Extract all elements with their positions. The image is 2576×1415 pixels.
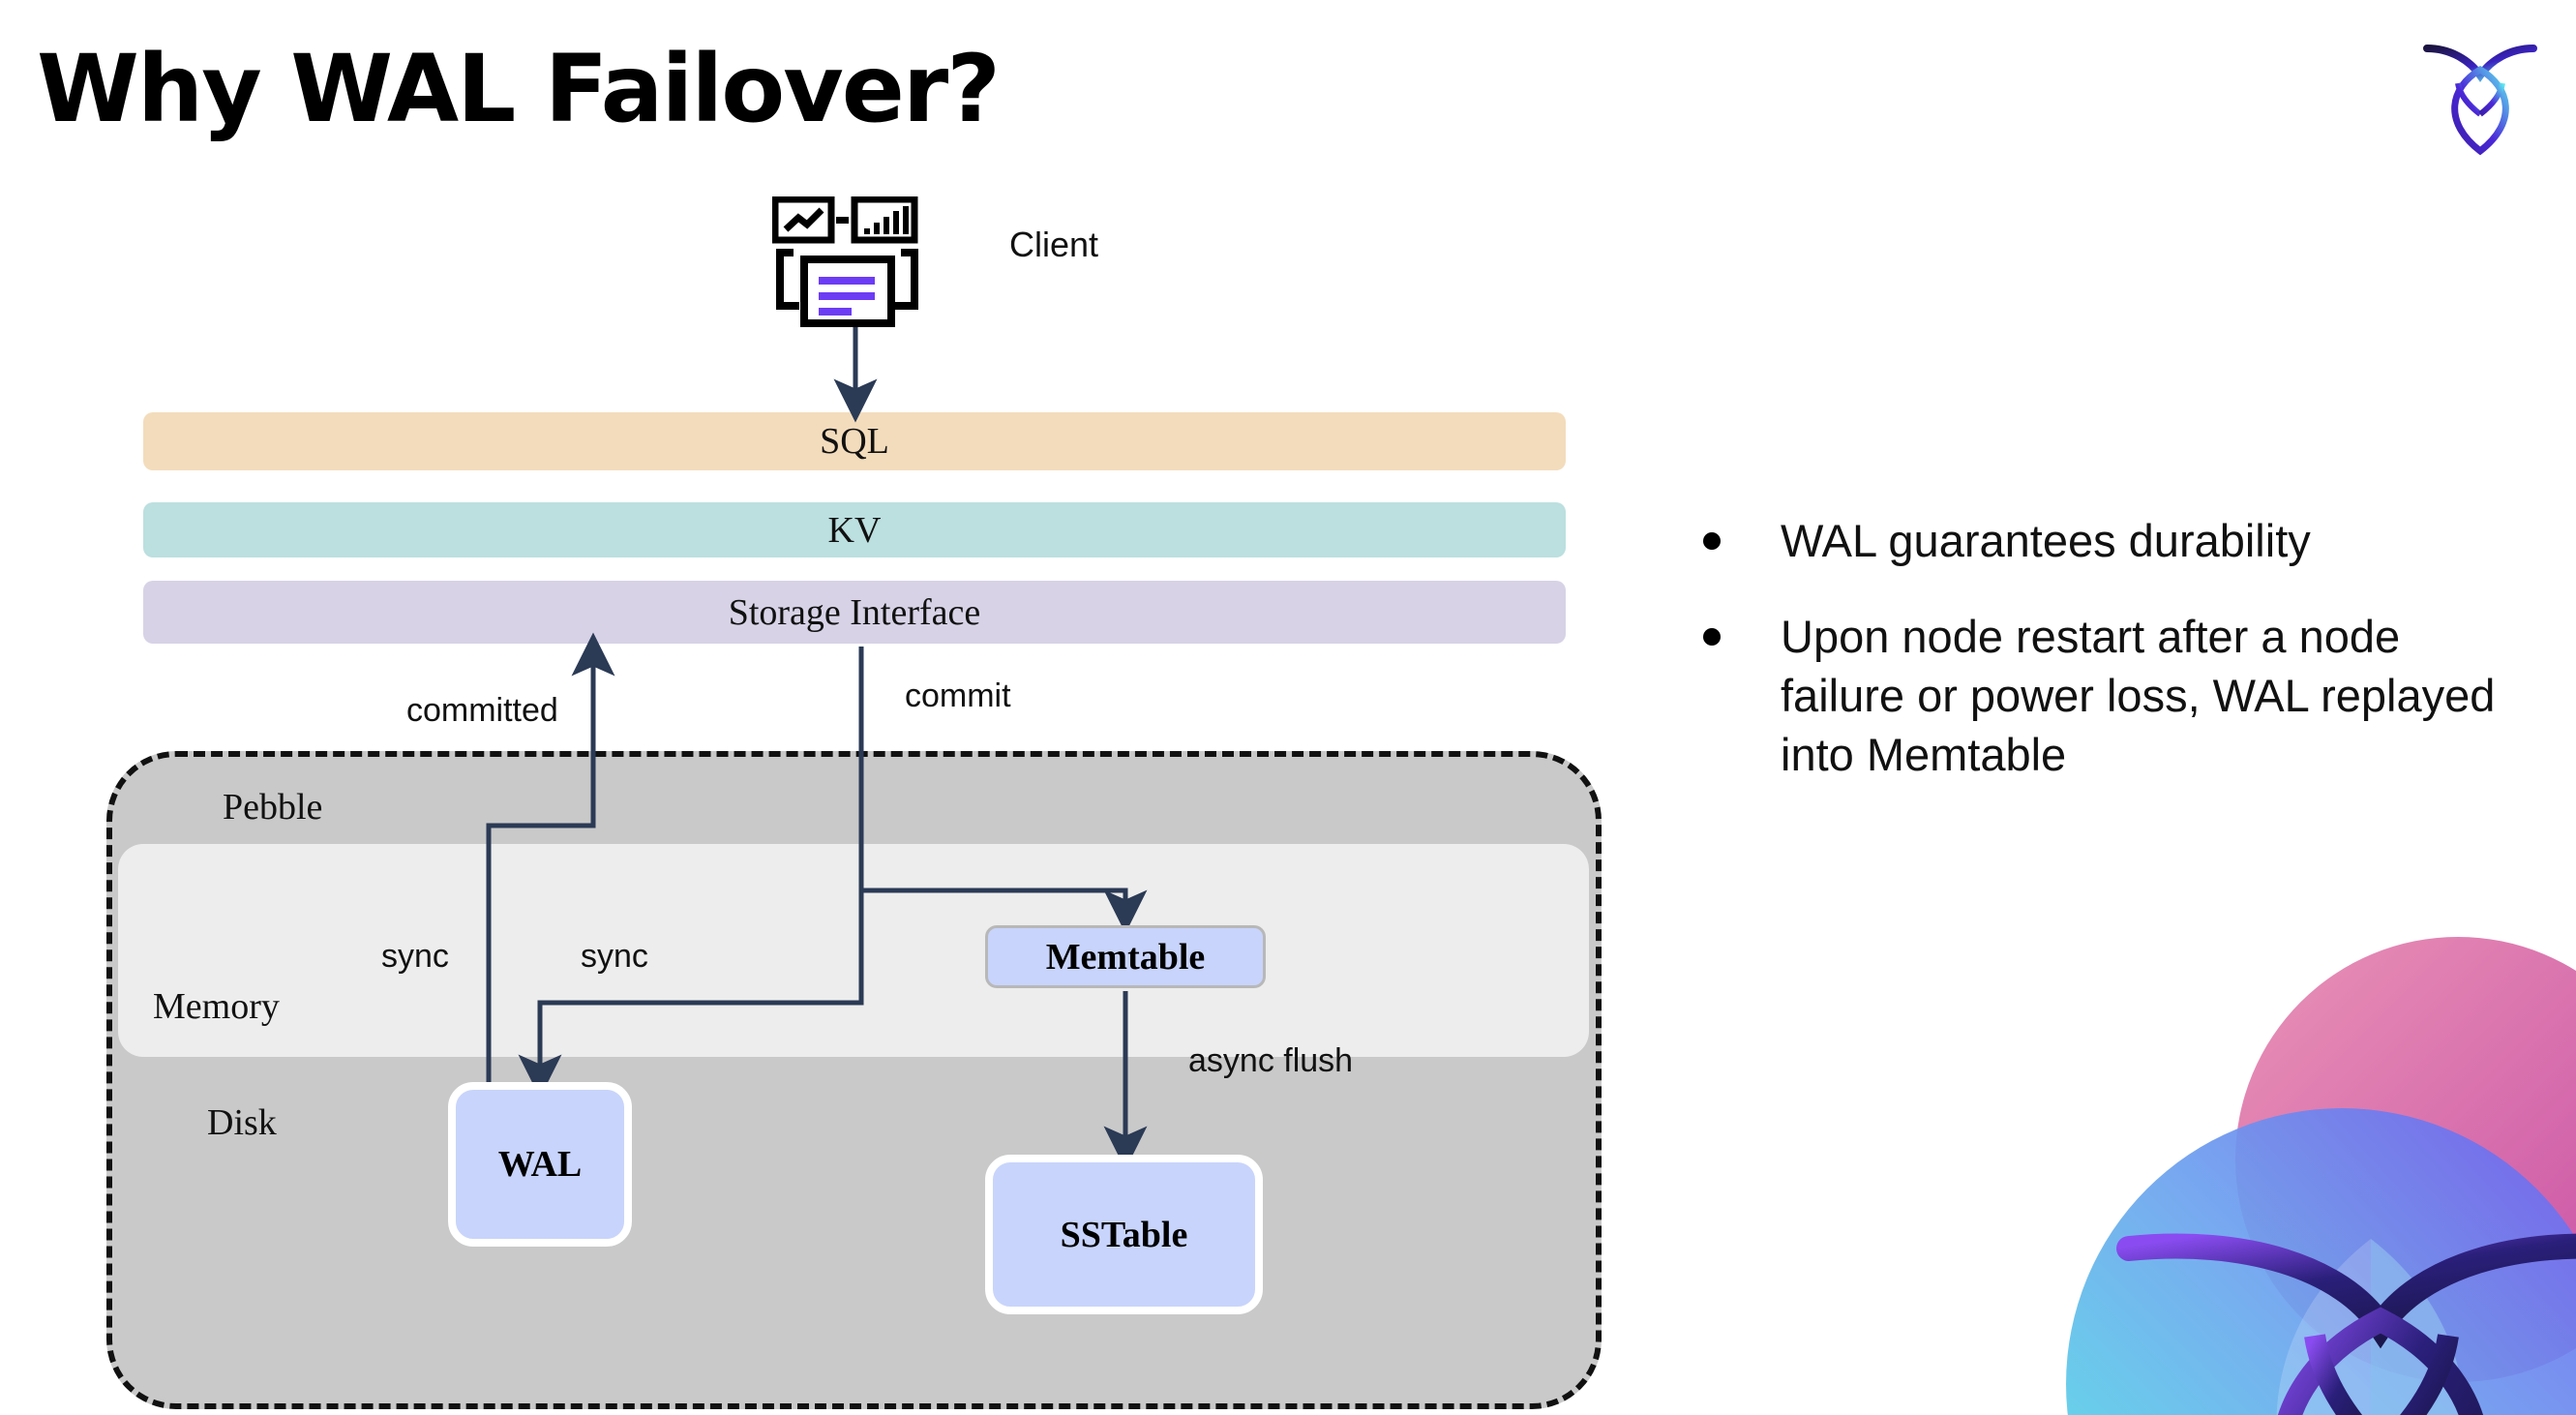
node-wal-label: WAL [497, 1144, 583, 1185]
edge-label-commit: commit [905, 677, 1011, 714]
node-wal: WAL [448, 1082, 632, 1247]
cockroachdb-logo-icon [2417, 27, 2543, 158]
bullet-text: Upon node restart after a node failure o… [1781, 611, 2496, 781]
edge-label-sync-2: sync [581, 938, 648, 975]
edge-label-committed: committed [406, 692, 558, 729]
list-item: Upon node restart after a node failure o… [1703, 607, 2526, 784]
client-label: Client [1009, 225, 1099, 264]
bullet-dot-icon [1703, 628, 1721, 647]
client-dashboard-icon [771, 196, 922, 327]
node-sstable-label: SSTable [1060, 1214, 1188, 1255]
layer-bar-kv-label: KV [827, 509, 882, 551]
layer-bar-sql: SQL [143, 412, 1566, 470]
disk-label: Disk [207, 1102, 277, 1143]
memory-label: Memory [153, 986, 280, 1027]
bullet-list: WAL guarantees durability Upon node rest… [1703, 511, 2526, 821]
list-item: WAL guarantees durability [1703, 511, 2526, 570]
edge-label-async-flush: async flush [1188, 1042, 1354, 1079]
bullet-dot-icon [1703, 532, 1721, 550]
node-memtable-label: Memtable [1045, 936, 1206, 978]
layer-bar-sql-label: SQL [820, 421, 889, 462]
page-title: Why WAL Failover? [37, 35, 1001, 143]
bullet-text: WAL guarantees durability [1781, 515, 2311, 566]
cockroachdb-watermark-icon [1955, 929, 2576, 1415]
edge-label-sync-1: sync [381, 938, 449, 975]
layer-bar-storage-interface-label: Storage Interface [728, 591, 981, 633]
layer-bar-storage-interface: Storage Interface [143, 581, 1566, 644]
layer-bar-kv: KV [143, 502, 1566, 557]
node-sstable: SSTable [985, 1155, 1263, 1314]
memory-region [118, 844, 1589, 1057]
pebble-label: Pebble [223, 787, 323, 828]
node-memtable: Memtable [985, 925, 1266, 988]
